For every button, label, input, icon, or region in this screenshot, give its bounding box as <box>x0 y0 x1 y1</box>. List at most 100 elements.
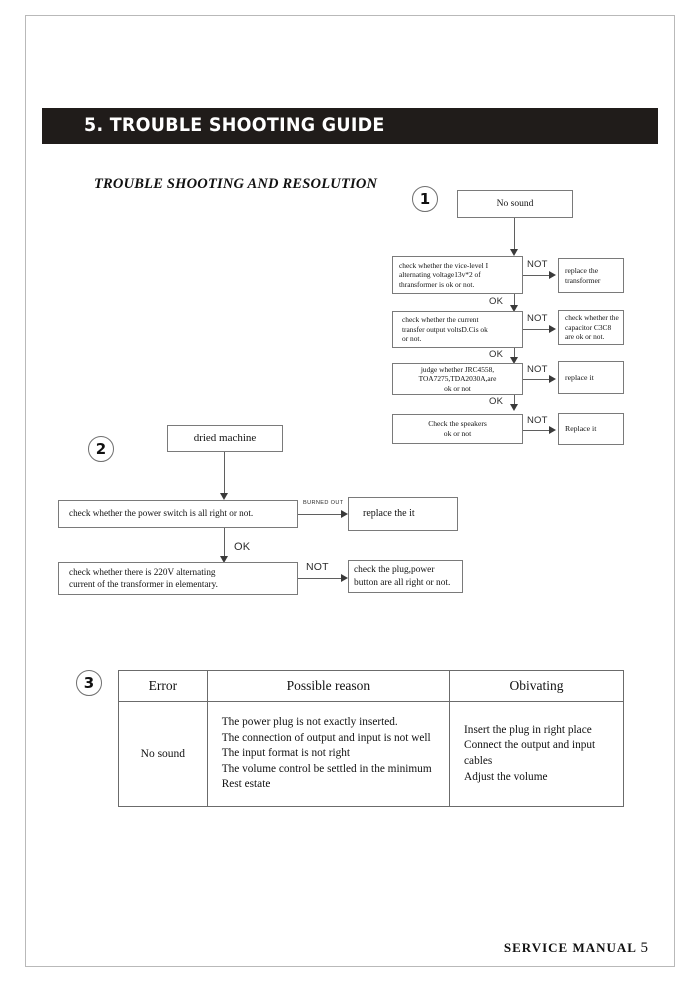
flow2-connector-start <box>224 452 225 495</box>
flow2-node-1-line-1: check whether the power switch is all ri… <box>69 508 254 519</box>
flow1-pass-line-3 <box>514 395 515 407</box>
table-cell-obivating: Insert the plug in right place Connect t… <box>449 701 624 807</box>
footer-label: SERVICE MANUAL <box>503 940 637 955</box>
page-number: 5 <box>640 940 649 956</box>
flow1-node-2-line-2: transfer output voltsD.Cis ok <box>402 324 488 334</box>
flow2-node-1: check whether the power switch is all ri… <box>58 500 298 528</box>
flow1-result-1-line-2: transformer <box>565 275 601 285</box>
flow1-result-4-line-1: Replace it <box>565 424 597 434</box>
flow1-node-1-line-1: check whether the vice-level I <box>399 260 489 270</box>
flow1-node-2-line-1: check whether the current <box>402 315 479 325</box>
table-cell-reason: The power plug is not exactly inserted. … <box>206 701 451 807</box>
reason-line-2: The connection of output and input is no… <box>221 731 431 744</box>
flow1-branch-arrow-4 <box>549 426 556 434</box>
flow1-start-box: No sound <box>457 190 573 218</box>
flow1-node-3: judge whether JRC4558, TOA7275,TDA2030A,… <box>392 363 523 395</box>
flow2-branch-label-2: NOT <box>306 561 329 573</box>
flow2-result-2-line-1: check the plug,power <box>354 565 435 576</box>
flow2-result-1: replace the it <box>348 497 458 531</box>
flow2-branch-line-1 <box>298 514 344 515</box>
step-circle-2: 2 <box>88 436 114 462</box>
flow1-node-4: Check the speakers ok or not <box>392 414 523 444</box>
table-header-error: Error <box>118 670 208 702</box>
flow1-result-2-line-3: are ok or not. <box>565 332 605 342</box>
flow1-arrow-start <box>510 249 518 256</box>
flow1-node-2-line-3: or not. <box>402 334 422 344</box>
page-subtitle: TROUBLE SHOOTING AND RESOLUTION <box>94 176 378 192</box>
flow1-branch-line-1 <box>523 275 551 276</box>
flow1-node-1: check whether the vice-level I alternati… <box>392 256 523 294</box>
table-row: No sound The power plug is not exactly i… <box>118 701 624 807</box>
flow2-node-2: check whether there is 220V alternating … <box>58 562 298 595</box>
obivating-list: Insert the plug in right place Connect t… <box>450 723 623 785</box>
flow2-node-2-line-2: current of the transformer in elementary… <box>69 578 218 589</box>
fault-table: Error Possible reason Obivating No sound… <box>118 670 624 807</box>
flow1-pass-line-1 <box>514 294 515 309</box>
page-border <box>25 15 675 967</box>
obivating-line-1: Insert the plug in right place <box>464 723 592 736</box>
flow1-node-1-line-3: thransformer is ok or not. <box>399 279 475 289</box>
flow2-start-label: dried machine <box>193 432 257 445</box>
flow1-branch-line-3 <box>523 379 551 380</box>
table-header-obivating: Obivating <box>449 670 624 702</box>
flow2-branch-arrow-1 <box>341 510 348 518</box>
flow1-pass-label-2: OK <box>489 349 504 360</box>
flow1-pass-arrow-1 <box>510 305 518 312</box>
reason-line-1: The power plug is not exactly inserted. <box>221 716 398 729</box>
table-header-row: Error Possible reason Obivating <box>118 670 624 702</box>
flow1-node-3-line-2: TOA7275,TDA2030A,are <box>418 374 497 384</box>
table-header-reason: Possible reason <box>206 670 451 702</box>
obivating-line-3: cables <box>464 755 493 767</box>
flow1-branch-label-2: NOT <box>527 313 548 324</box>
flow1-result-1-line-1: replace the <box>565 265 599 275</box>
flow1-result-3: replace it <box>558 361 624 394</box>
footer: SERVICE MANUAL 5 <box>504 940 648 957</box>
flow2-branch-arrow-2 <box>341 574 348 582</box>
flow1-branch-arrow-1 <box>549 271 556 279</box>
reason-list: The power plug is not exactly inserted. … <box>208 715 449 793</box>
flow1-node-4-line-2: ok or not <box>443 429 472 438</box>
flow1-pass-line-2 <box>514 348 515 360</box>
flow2-branch-line-2 <box>298 578 344 579</box>
flow1-branch-label-3: NOT <box>527 364 548 375</box>
flow2-pass-arrow-1 <box>220 556 228 563</box>
flow1-result-2-line-2: capacitor C3C8 <box>565 322 612 332</box>
flow1-result-2-line-1: check whether the <box>565 313 619 323</box>
flow1-node-3-line-1: judge whether JRC4558, <box>420 364 495 374</box>
flow2-result-1-line-1: replace the it <box>363 507 415 519</box>
flow1-branch-arrow-2 <box>549 325 556 333</box>
flow1-node-1-line-2: alternating voltage13v*2 of <box>399 270 481 280</box>
step-circle-1: 1 <box>412 186 438 212</box>
flow2-pass-line-1 <box>224 528 225 559</box>
flow1-branch-label-4: NOT <box>527 415 548 426</box>
flow2-start-box: dried machine <box>167 425 283 452</box>
flow2-result-2: check the plug,power button are all righ… <box>348 560 463 593</box>
reason-line-4: The volume control be settled in the min… <box>221 762 432 775</box>
flow1-result-4: Replace it <box>558 413 624 445</box>
flow2-pass-label-1: OK <box>234 541 251 553</box>
flow2-result-2-line-2: button are all right or not. <box>354 577 451 588</box>
obivating-line-4: Adjust the volume <box>464 770 548 783</box>
section-banner: 5. TROUBLE SHOOTING GUIDE <box>42 108 658 144</box>
flow1-pass-label-3: OK <box>489 396 504 407</box>
flow1-pass-label-1: OK <box>489 296 504 307</box>
flow2-branch-label-1: BURNED OUT <box>303 500 344 506</box>
flow1-branch-label-1: NOT <box>527 259 548 270</box>
flow1-pass-arrow-2 <box>510 357 518 364</box>
flow2-node-2-line-1: check whether there is 220V alternating <box>69 566 216 577</box>
reason-line-3: The input format is not right <box>221 747 351 760</box>
flow1-node-2: check whether the current transfer outpu… <box>392 311 523 348</box>
flow1-result-1: replace the transformer <box>558 258 624 293</box>
flow2-arrow-start <box>220 493 228 500</box>
obivating-line-2: Connect the output and input <box>464 739 596 752</box>
flow1-result-3-line-1: replace it <box>565 372 594 382</box>
flow1-branch-arrow-3 <box>549 375 556 383</box>
flow1-branch-line-2 <box>523 329 551 330</box>
step-circle-3: 3 <box>76 670 102 696</box>
flow1-pass-arrow-3 <box>510 404 518 411</box>
flow1-connector-start <box>514 218 515 251</box>
reason-line-5: Rest estate <box>221 778 271 791</box>
flow1-result-2: check whether the capacitor C3C8 are ok … <box>558 310 624 345</box>
table-cell-error: No sound <box>118 701 208 807</box>
flow1-node-3-line-3: ok or not <box>444 383 471 393</box>
